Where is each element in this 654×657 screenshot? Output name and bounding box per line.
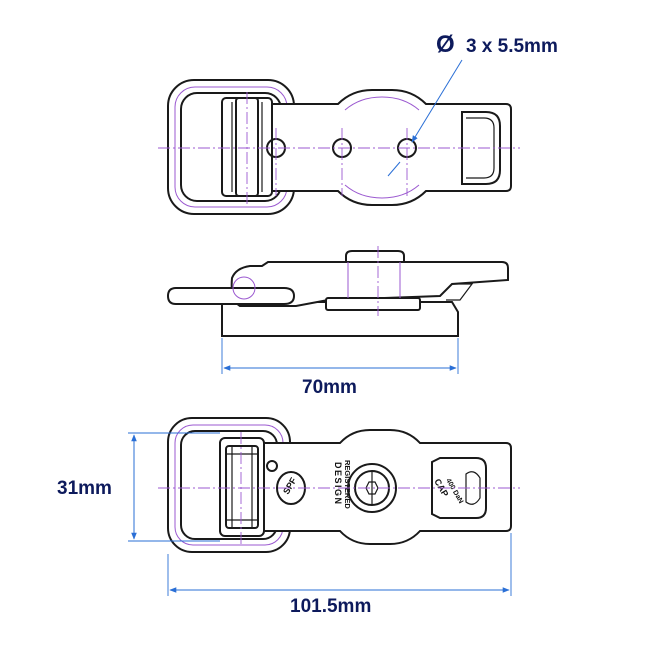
cap-tag [431,457,487,519]
side-view [166,246,509,374]
hole-leader [411,59,463,143]
dim-31-label: 31mm [57,478,112,499]
front-rivet [266,460,278,472]
top-body-plate [221,89,512,206]
hole-diameter-label: Ø 3 x 5.5mm [436,31,558,58]
top-dome-hidden [344,96,420,199]
side-lock-cylinder [325,297,421,311]
dim-70-label: 70mm [302,377,357,398]
top-view [158,59,520,215]
dim-101-label: 101.5mm [290,596,371,617]
top-keeper-slot [461,111,501,185]
front-hinge-roller [219,437,265,537]
design-text: DESIGN [333,462,343,506]
side-screw-head [345,250,405,263]
side-bail-loop [166,287,296,305]
front-view: SPF DESIGN REGISTERED CAP 400 DaN [128,417,520,596]
